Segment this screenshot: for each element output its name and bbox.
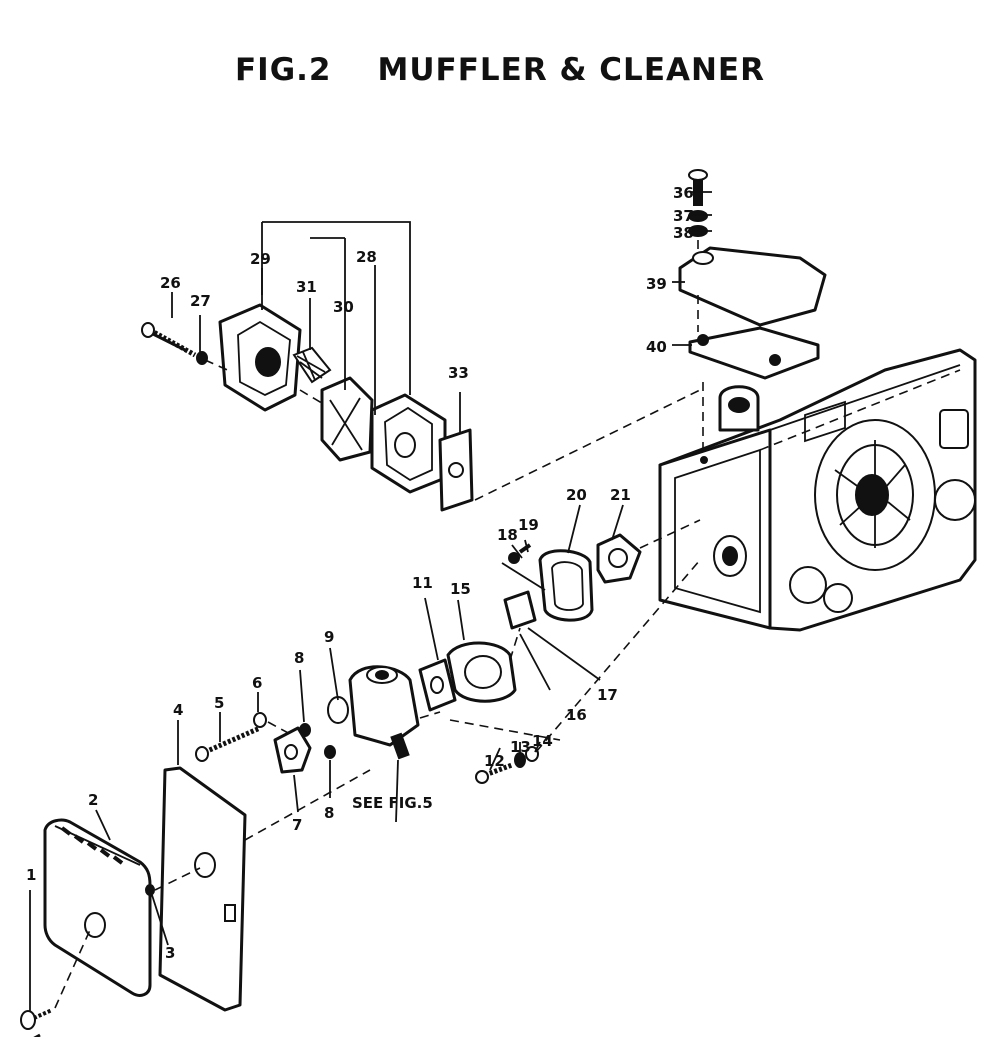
filter-element-4 [158,766,247,1012]
callout-39: 39 [646,275,667,293]
cleaner-cover-2 [43,818,152,997]
callout-33: 33 [448,364,469,382]
callout-26: 26 [160,274,181,292]
callout-5: 5 [214,694,224,712]
callout-36: 36 [673,184,694,202]
callout-18: 18 [497,526,518,544]
callout-16: 16 [566,706,587,724]
callout-15: 15 [450,580,471,598]
screw-36-head [688,169,708,181]
callout-31: 31 [296,278,317,296]
leader-lines [29,191,712,1012]
washer-3 [145,884,155,896]
callout-30: 30 [333,298,354,316]
callout-4: 4 [173,701,183,719]
callout-12: 12 [484,752,505,770]
callout-labels: 1 2 3 4 5 6 7 8 8 9 11 12 13 14 15 16 17… [26,184,694,962]
callout-1: 1 [26,866,36,884]
engine-crankcase [658,348,977,632]
callout-13: 13 [510,738,531,756]
callout-2: 2 [88,791,98,809]
air-cleaner-group [20,712,371,1037]
callout-8-upper: 8 [294,649,304,667]
figure-title: FIG.2 MUFFLER & CLEANER [0,52,1000,88]
callout-9: 9 [324,628,334,646]
callout-19: 19 [518,516,539,534]
callout-14: 14 [532,732,553,750]
callout-20: 20 [566,486,587,504]
callout-7: 7 [292,816,302,834]
gasket-9 [327,696,349,724]
callout-6: 6 [252,674,262,692]
callout-37: 37 [673,207,694,225]
intake-group [273,519,701,784]
muffler-group [141,303,701,512]
see-fig5-note: SEE FIG.5 [352,794,433,812]
figure-number: FIG.2 [235,52,332,88]
callout-3: 3 [165,944,175,962]
callout-28: 28 [356,248,377,266]
washer-37 [688,210,708,222]
callout-17: 17 [597,686,618,704]
gasket-20 [538,549,594,622]
bolt-5 [204,725,261,755]
callout-40: 40 [646,338,667,356]
cover-plate-40 [688,326,820,380]
figure-name: MUFFLER & CLEANER [377,52,765,88]
washer-27 [196,351,208,365]
carburetor [348,665,420,747]
callout-27: 27 [190,292,211,310]
callout-29: 29 [250,250,271,268]
washer-6 [253,712,267,728]
callout-38: 38 [673,224,694,242]
washer-8b [324,745,336,759]
callout-8-lower: 8 [324,804,334,822]
callout-11: 11 [412,574,433,592]
callout-21: 21 [610,486,631,504]
reed-plate-17 [503,590,537,630]
washer-18 [508,552,520,564]
